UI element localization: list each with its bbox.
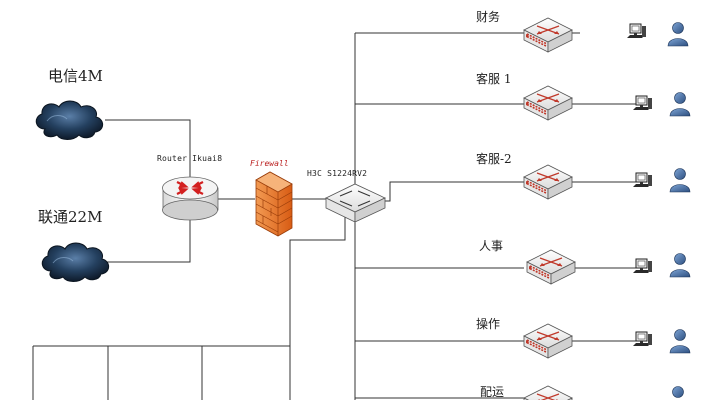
user-icon	[669, 253, 691, 278]
switch-icon	[523, 85, 573, 121]
switch-icon	[523, 164, 573, 200]
user-icon	[667, 22, 689, 47]
firewall-label: Firewall	[250, 159, 289, 168]
connection-lines	[32, 32, 640, 400]
link-unicom-router	[105, 220, 191, 263]
switch-icon	[325, 183, 386, 223]
link-telecom-router	[105, 119, 191, 178]
workstation-icon	[632, 95, 653, 111]
dept-label-delivery: 配运	[480, 385, 505, 399]
cloud-icon	[41, 242, 110, 282]
isp-telecom-label: 电信4M	[48, 67, 103, 85]
firewall-icon	[255, 171, 293, 237]
workstation-icon	[632, 258, 653, 274]
user-icon	[669, 329, 691, 354]
dept-label-cs2: 客服-2	[476, 152, 512, 166]
workstation-icon	[626, 23, 647, 39]
dept-label-finance: 财务	[476, 10, 501, 24]
user-icon	[669, 92, 691, 117]
user-icon	[667, 386, 689, 404]
workstation-icon	[632, 331, 653, 347]
switch-icon	[523, 17, 573, 53]
core-switch-label: H3C S1224RV2	[307, 169, 368, 178]
cloud-icon	[35, 100, 104, 140]
dept-label-ops: 操作	[476, 317, 501, 331]
dept-label-hr: 人事	[479, 239, 504, 253]
router-label: Router Ikuai8	[157, 154, 223, 163]
switch-icon	[523, 323, 573, 359]
switch-icon	[523, 385, 573, 404]
workstation-icon	[632, 172, 653, 188]
switch-icon	[526, 249, 576, 285]
dept-label-cs1: 客服 1	[476, 72, 512, 86]
isp-unicom-label: 联通22M	[38, 208, 103, 226]
router-icon	[162, 176, 219, 221]
user-icon	[669, 168, 691, 193]
